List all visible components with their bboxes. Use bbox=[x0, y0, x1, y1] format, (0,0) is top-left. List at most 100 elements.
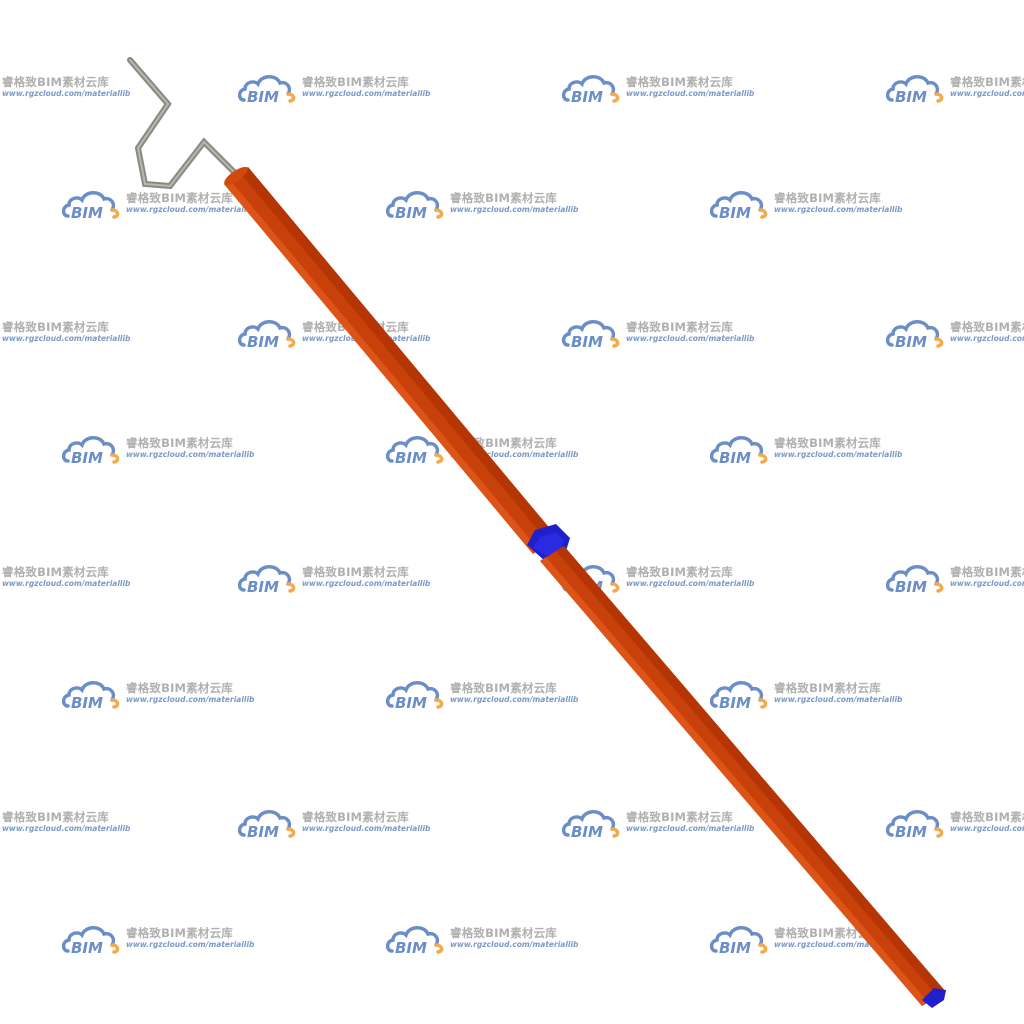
watermark-title: 睿格致BIM素材云库 bbox=[774, 926, 881, 940]
metal-hook-highlight bbox=[129, 59, 241, 188]
watermark-title: 睿格致BIM素材云库 bbox=[950, 810, 1024, 824]
svg-text:BIM: BIM bbox=[571, 88, 603, 104]
watermark-title: 睿格致BIM素材云库 bbox=[950, 75, 1024, 89]
svg-text:BIM: BIM bbox=[247, 88, 279, 104]
svg-text:BIM: BIM bbox=[571, 823, 603, 839]
svg-text:BIM: BIM bbox=[895, 88, 927, 104]
watermark-title: 睿格致BIM素材云库 bbox=[950, 320, 1024, 334]
watermark-title: 睿格致BIM素材云库 bbox=[126, 191, 233, 205]
watermark-url: www.rgzcloud.com/materiallib bbox=[450, 695, 579, 704]
bim-cloud-logo-icon: BIM bbox=[62, 681, 120, 710]
bim-cloud-logo-icon: BIM bbox=[886, 810, 944, 839]
svg-text:BIM: BIM bbox=[247, 823, 279, 839]
watermark-url: www.rgzcloud.com/materiallib bbox=[302, 824, 431, 833]
watermark-title: 睿格致BIM素材云库 bbox=[774, 681, 881, 695]
bim-cloud-logo-icon: BIM bbox=[62, 926, 120, 955]
watermark-title: 睿格致BIM素材云库 bbox=[302, 75, 409, 89]
pole-upper bbox=[224, 167, 557, 554]
watermark: BIM睿格致BIM素材云库www.rgzcloud.com/materialli… bbox=[0, 68, 130, 108]
watermark-url: www.rgzcloud.com/materiallib bbox=[126, 450, 255, 459]
watermark-title: 睿格致BIM素材云库 bbox=[2, 75, 109, 89]
bim-cloud-logo-icon: BIM bbox=[62, 191, 120, 220]
svg-text:BIM: BIM bbox=[247, 333, 279, 349]
watermark-title: 睿格致BIM素材云库 bbox=[626, 320, 733, 334]
watermark-url: www.rgzcloud.com/materiallib bbox=[450, 205, 579, 214]
svg-text:BIM: BIM bbox=[719, 939, 751, 955]
svg-text:BIM: BIM bbox=[895, 333, 927, 349]
watermark-url: www.rgzcloud.com/materiallib bbox=[302, 89, 431, 98]
watermark-url: www.rgzcloud.com/materiallib bbox=[126, 940, 255, 949]
watermark-url: www.rgzcloud.com/materiallib bbox=[950, 334, 1024, 343]
watermark-title: 睿格致BIM素材云库 bbox=[626, 75, 733, 89]
watermark-title: 睿格致BIM素材云库 bbox=[126, 681, 233, 695]
bim-cloud-logo-icon: BIM bbox=[386, 191, 444, 220]
watermark-url: www.rgzcloud.com/materiallib bbox=[126, 695, 255, 704]
watermark-title: 睿格致BIM素材云库 bbox=[2, 565, 109, 579]
watermark-title: 睿格致BIM素材云库 bbox=[302, 565, 409, 579]
svg-text:BIM: BIM bbox=[247, 578, 279, 594]
svg-text:BIM: BIM bbox=[395, 939, 427, 955]
svg-text:BIM: BIM bbox=[719, 204, 751, 220]
watermark-title: 睿格致BIM素材云库 bbox=[450, 926, 557, 940]
svg-text:BIM: BIM bbox=[395, 449, 427, 465]
svg-text:BIM: BIM bbox=[719, 449, 751, 465]
svg-text:BIM: BIM bbox=[895, 823, 927, 839]
watermark-url: www.rgzcloud.com/materiallib bbox=[626, 824, 755, 833]
watermark: BIM 睿格致BIM素材云库www.rgzcloud.com/materialli… bbox=[886, 313, 1024, 353]
watermark-url: www.rgzcloud.com/materiallib bbox=[2, 579, 131, 588]
bim-cloud-logo-icon: BIM bbox=[562, 810, 620, 839]
svg-text:BIM: BIM bbox=[71, 694, 103, 710]
pole-lower-light bbox=[540, 557, 928, 1006]
svg-text:BIM: BIM bbox=[71, 204, 103, 220]
watermark-title: 睿格致BIM素材云库 bbox=[774, 191, 881, 205]
bim-cloud-logo-icon: BIM bbox=[238, 565, 296, 594]
bim-cloud-logo-icon: BIM bbox=[886, 320, 944, 349]
watermark-url: www.rgzcloud.com/materiallib bbox=[450, 940, 579, 949]
svg-text:BIM: BIM bbox=[71, 939, 103, 955]
svg-text:BIM: BIM bbox=[71, 449, 103, 465]
watermark-url: www.rgzcloud.com/materiallib bbox=[126, 205, 255, 214]
watermark-title: 睿格致BIM素材云库 bbox=[126, 436, 233, 450]
pole-lower bbox=[540, 546, 946, 1006]
svg-text:BIM: BIM bbox=[571, 333, 603, 349]
bim-cloud-logo-icon: BIM bbox=[238, 75, 296, 104]
watermark-url: www.rgzcloud.com/materiallib bbox=[302, 579, 431, 588]
bim-cloud-logo-icon: BIM bbox=[562, 75, 620, 104]
bim-cloud-logo-icon: BIM bbox=[710, 436, 768, 465]
watermark-url: www.rgzcloud.com/materiallib bbox=[774, 205, 903, 214]
watermark-title: 睿格致BIM素材云库 bbox=[2, 320, 109, 334]
svg-text:BIM: BIM bbox=[395, 204, 427, 220]
pole-upper-shade bbox=[240, 167, 557, 543]
svg-text:BIM: BIM bbox=[895, 578, 927, 594]
watermark-url: www.rgzcloud.com/materiallib bbox=[626, 579, 755, 588]
bim-cloud-logo-icon: BIM bbox=[386, 926, 444, 955]
blue-connector-face bbox=[533, 532, 564, 556]
bim-cloud-logo-icon: BIM bbox=[386, 681, 444, 710]
bim-cloud-logo-icon: BIM bbox=[886, 565, 944, 594]
blue-end-cap-icon bbox=[922, 988, 946, 1008]
bim-cloud-logo-icon: BIM bbox=[238, 810, 296, 839]
watermark: BIM睿格致BIM素材云库www.rgzcloud.com/materialli… bbox=[0, 803, 131, 843]
bim-cloud-logo-icon: BIM bbox=[710, 681, 768, 710]
watermark: BIM睿格致BIM素材云库www.rgzcloud.com/materialli… bbox=[886, 803, 1024, 843]
watermark-title: 睿格致BIM素材云库 bbox=[950, 565, 1024, 579]
svg-text:BIM: BIM bbox=[395, 694, 427, 710]
bim-cloud-logo-icon: BIM bbox=[710, 191, 768, 220]
bim-cloud-logo-icon: BIM bbox=[238, 320, 296, 349]
watermark-url: www.rgzcloud.com/materiallib bbox=[2, 824, 131, 833]
